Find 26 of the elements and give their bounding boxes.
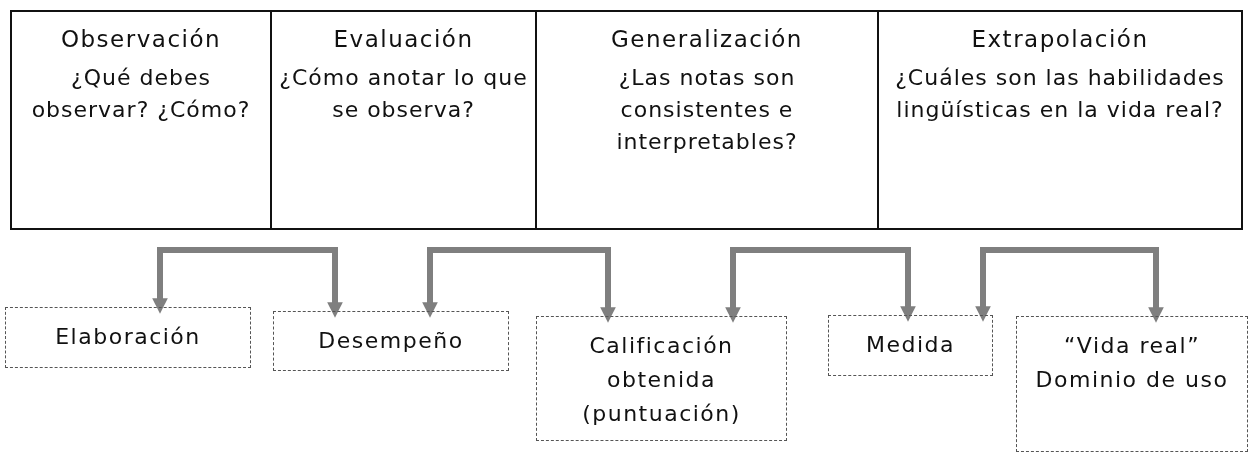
table-cell — [270, 10, 537, 230]
dashed-box — [273, 311, 509, 371]
bracket-arrow — [975, 247, 1164, 323]
table-cell — [535, 10, 879, 230]
dashed-box — [536, 316, 787, 441]
question-text: ¿Las notas son consistentes e interpretables? — [615, 64, 799, 156]
box-text: Medida — [865, 331, 955, 359]
question-text: ¿Cuáles son las habilidades lingüísticas en la vida real? — [894, 64, 1226, 124]
bracket-arrow — [725, 247, 916, 323]
column-heading: Observación — [60, 26, 222, 52]
bracket-arrow — [152, 247, 343, 318]
dashed-box — [828, 315, 993, 376]
box-text: Desempeño — [318, 327, 464, 355]
dashed-box — [1016, 316, 1248, 452]
box-text: “Vida real” Dominio de uso — [1034, 332, 1230, 394]
column-heading: Extrapolación — [971, 26, 1149, 52]
question-text: ¿Cómo anotar lo que se observa? — [278, 64, 529, 124]
box-text: Elaboración — [55, 323, 201, 351]
column-heading: Evaluación — [333, 26, 474, 52]
table-cell — [877, 10, 1243, 230]
dashed-box — [5, 307, 251, 368]
column-heading: Generalización — [611, 26, 803, 52]
box-text: Calificación obtenida (puntuación) — [581, 332, 742, 428]
question-text: ¿Qué debes observar? ¿Cómo? — [30, 64, 252, 124]
bracket-arrow — [422, 247, 616, 323]
table-cell — [10, 10, 272, 230]
